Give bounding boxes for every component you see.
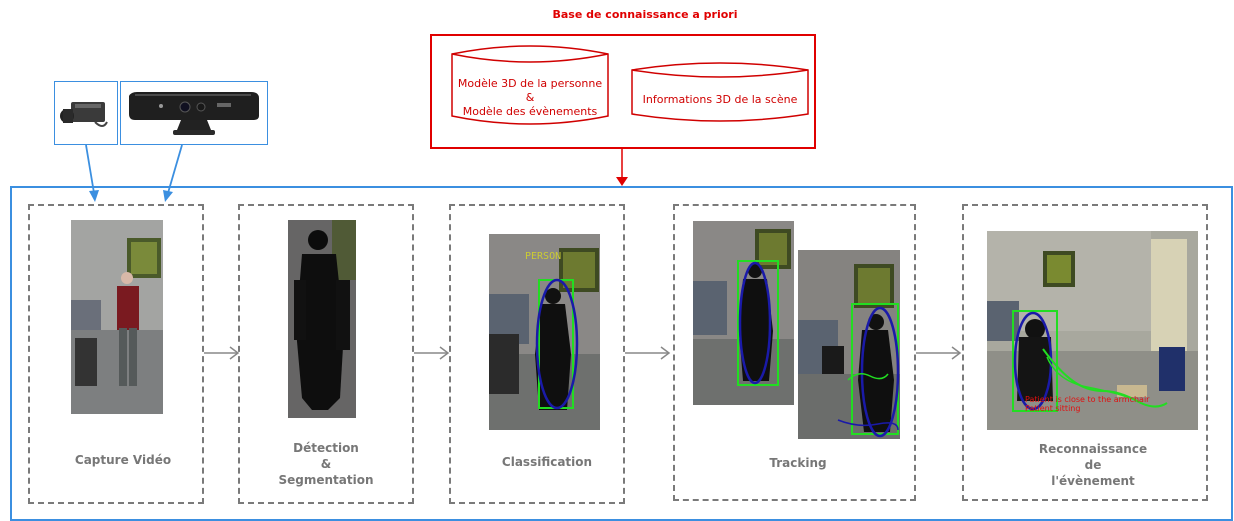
stage-detection bbox=[238, 204, 414, 504]
tracking-frame-1 bbox=[693, 221, 794, 405]
tracking-frame-2 bbox=[798, 250, 900, 439]
stage-detection-label: Détection & Segmentation bbox=[278, 441, 374, 487]
stage-capture bbox=[28, 204, 204, 504]
scene-3d-info-label: Informations 3D de la scène bbox=[642, 93, 798, 106]
arrow-right-icon bbox=[916, 346, 962, 360]
stage-classification bbox=[449, 204, 625, 504]
database-cylinder-icon bbox=[631, 62, 809, 122]
arrow-right-icon bbox=[204, 346, 240, 360]
arrow-right-icon bbox=[625, 346, 671, 360]
stage-recognition-label: Reconnaissance de l'évènement bbox=[1038, 442, 1148, 488]
stage-capture-label: Capture Vidéo bbox=[74, 453, 172, 467]
recognition-frame: Patient is close to the armchair Patient… bbox=[987, 231, 1198, 430]
classification-frame: PERSON bbox=[489, 234, 600, 430]
event-annotation: Patient is close to the armchair Patient… bbox=[1025, 395, 1150, 413]
kinect-frame bbox=[120, 81, 268, 145]
kinect-sensor-icon bbox=[129, 92, 259, 135]
capture-frame bbox=[71, 220, 163, 414]
arrow-right-icon bbox=[414, 346, 450, 360]
arrow-down-icon bbox=[616, 149, 628, 186]
stage-classification-label: Classification bbox=[501, 455, 593, 469]
stage-tracking-label: Tracking bbox=[769, 456, 827, 470]
stage-tracking bbox=[673, 204, 916, 501]
stage-recognition bbox=[962, 204, 1208, 501]
knowledge-base-title: Base de connaissance a priori bbox=[552, 8, 738, 21]
ip-camera-frame bbox=[54, 81, 118, 145]
detection-frame bbox=[288, 220, 356, 418]
person-label: PERSON bbox=[525, 251, 562, 262]
database-cylinder-icon bbox=[451, 45, 609, 125]
device-arrows bbox=[85, 144, 183, 202]
ip-camera-icon bbox=[60, 102, 108, 127]
knowledge-base-box bbox=[430, 34, 816, 149]
person-event-model-label: Modèle 3D de la personne & Modèle des év… bbox=[457, 77, 603, 118]
